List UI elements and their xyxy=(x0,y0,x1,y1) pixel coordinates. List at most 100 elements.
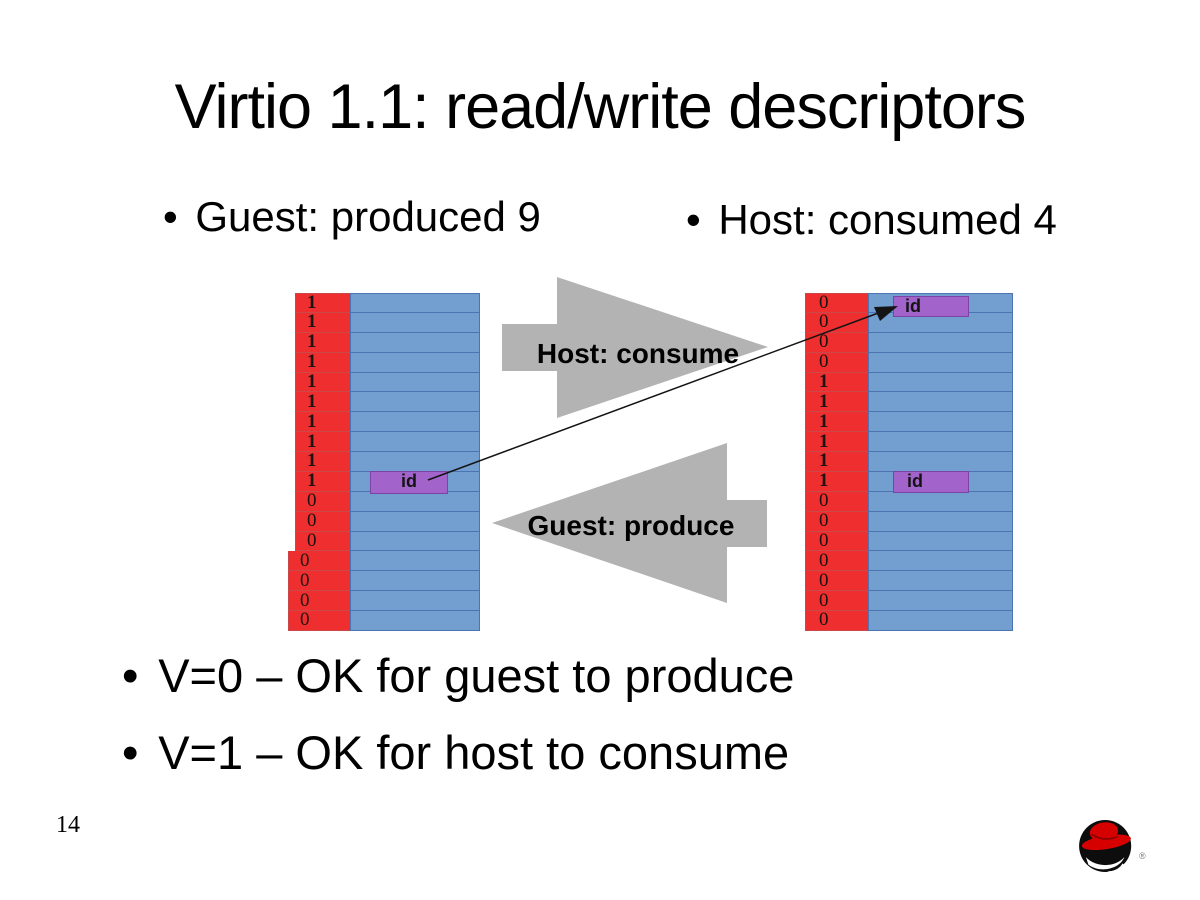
bullet-v1-rule: V=1 – OK for host to consume xyxy=(122,725,789,780)
flag-bit: 0 xyxy=(288,590,350,611)
descriptor-cell xyxy=(350,392,480,413)
trademark-symbol: ® xyxy=(1139,851,1146,861)
flag-bit: 0 xyxy=(288,550,350,572)
flag-bit: 0 xyxy=(805,351,868,373)
table-row: 1 xyxy=(295,292,480,313)
flag-bit: 0 xyxy=(295,510,350,532)
flag-bit: 0 xyxy=(805,609,868,631)
table-row: 1 xyxy=(295,371,480,393)
flag-bit: 1 xyxy=(805,431,868,452)
flag-bit: 0 xyxy=(805,510,868,532)
guest-id-box: id xyxy=(370,471,448,494)
flag-bit: 0 xyxy=(805,292,868,313)
table-row: 1 xyxy=(295,450,480,472)
table-row: 0 xyxy=(805,570,1013,592)
descriptor-cell xyxy=(350,293,480,313)
table-row: 1 xyxy=(805,431,1013,452)
descriptor-cell xyxy=(868,511,1013,532)
flag-bit: 1 xyxy=(295,292,350,313)
flag-bit: 1 xyxy=(805,391,868,413)
table-row: 1 xyxy=(295,351,480,373)
flag-bit: 0 xyxy=(295,490,350,512)
descriptor-cell xyxy=(350,611,480,631)
flag-bit: 1 xyxy=(295,311,350,333)
table-row: 0 xyxy=(805,590,1013,611)
host-id-box-mid: id xyxy=(893,471,969,493)
table-row: 0 xyxy=(288,570,480,592)
flag-bit: 0 xyxy=(288,570,350,592)
descriptor-cell xyxy=(350,452,480,472)
table-row: 1 xyxy=(295,311,480,333)
table-row: 0 xyxy=(805,490,1013,512)
flag-bit: 1 xyxy=(295,431,350,452)
flag-bit: 0 xyxy=(805,550,868,572)
bullet-guest-produced: Guest: produced 9 xyxy=(163,193,541,241)
guest-produce-label: Guest: produce xyxy=(527,510,735,541)
flag-bit: 0 xyxy=(805,490,868,512)
flag-bit: 0 xyxy=(805,530,868,552)
flag-bit: 0 xyxy=(288,609,350,631)
table-row: 1 xyxy=(805,411,1013,433)
flag-bit: 1 xyxy=(805,470,868,492)
descriptor-cell xyxy=(350,372,480,393)
hat-crease xyxy=(1090,833,1118,840)
descriptor-cell xyxy=(350,352,480,373)
descriptor-cell xyxy=(868,611,1013,631)
descriptor-cell xyxy=(868,412,1013,433)
descriptor-cell xyxy=(868,531,1013,552)
flag-bit: 1 xyxy=(295,450,350,472)
table-row: 0 xyxy=(805,609,1013,631)
flag-bit: 0 xyxy=(805,311,868,333)
flag-bit: 1 xyxy=(805,450,868,472)
table-row: 1 xyxy=(805,391,1013,413)
descriptor-cell xyxy=(350,312,480,333)
descriptor-cell xyxy=(868,452,1013,472)
table-row: 1 xyxy=(295,331,480,353)
host-consume-label: Host: consume xyxy=(536,338,740,369)
descriptor-cell xyxy=(350,551,480,572)
flag-bit: 0 xyxy=(805,570,868,592)
logo-collar-2 xyxy=(1107,863,1125,873)
descriptor-cell xyxy=(350,432,480,452)
flag-bit: 1 xyxy=(295,470,350,492)
descriptor-cell xyxy=(868,591,1013,611)
table-row: 0 xyxy=(805,530,1013,552)
table-row: 0 xyxy=(288,609,480,631)
descriptor-cell xyxy=(350,511,480,532)
table-row: 0 xyxy=(805,510,1013,532)
flag-bit: 0 xyxy=(805,331,868,353)
table-row: 0 xyxy=(288,590,480,611)
descriptor-cell xyxy=(350,491,480,512)
flag-bit: 1 xyxy=(295,411,350,433)
descriptor-cell xyxy=(350,591,480,611)
table-row: 0 xyxy=(805,331,1013,353)
flag-bit: 0 xyxy=(805,590,868,611)
descriptor-cell xyxy=(868,551,1013,572)
table-row: 0 xyxy=(295,490,480,512)
flag-bit: 1 xyxy=(295,391,350,413)
table-row: 1 xyxy=(295,411,480,433)
descriptor-cell xyxy=(350,412,480,433)
bullet-v0-rule: V=0 – OK for guest to produce xyxy=(122,648,794,703)
descriptor-cell xyxy=(350,571,480,592)
table-row: 0 xyxy=(288,550,480,572)
table-row: 0 xyxy=(805,351,1013,373)
logo-collar xyxy=(1085,857,1125,870)
host-id-box-top: id xyxy=(893,296,969,317)
descriptor-cell xyxy=(868,352,1013,373)
flag-bit: 1 xyxy=(295,351,350,373)
table-row: 0 xyxy=(805,550,1013,572)
table-row: 0 xyxy=(295,510,480,532)
descriptor-cell xyxy=(868,432,1013,452)
flag-bit: 1 xyxy=(805,371,868,393)
descriptor-cell xyxy=(868,392,1013,413)
bullet-host-consumed: Host: consumed 4 xyxy=(686,196,1057,244)
descriptor-cell xyxy=(868,372,1013,393)
flag-bit: 1 xyxy=(805,411,868,433)
table-row: 1 xyxy=(805,450,1013,472)
table-row: 0 xyxy=(295,530,480,552)
descriptor-cell xyxy=(350,332,480,353)
slide-title: Virtio 1.1: read/write descriptors xyxy=(174,72,1027,142)
